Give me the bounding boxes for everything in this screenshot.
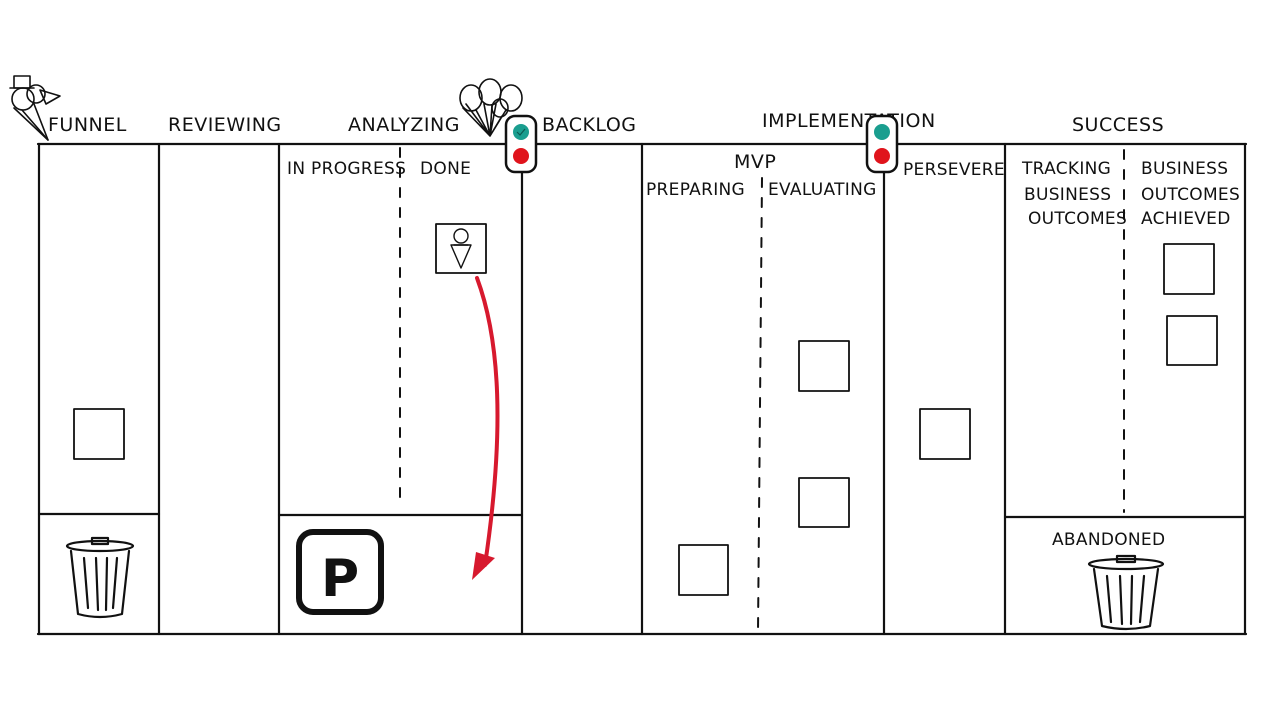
subcol-tracking-line2: BUSINESS <box>1024 185 1111 205</box>
subcol-tracking-line3: OUTCOMES <box>1028 209 1127 229</box>
parking-sign-icon: P <box>296 529 384 615</box>
subcol-persevere: PERSEVERE <box>903 160 1005 180</box>
trash-can-icon <box>65 536 135 619</box>
dash-preparing-evaluating <box>757 177 763 633</box>
epic-card-funnel[interactable] <box>73 408 125 460</box>
epic-card-icon <box>450 228 472 269</box>
epic-card-preparing[interactable] <box>678 544 729 596</box>
board-grid <box>36 142 1248 636</box>
subcol-achieved-line1: BUSINESS <box>1141 159 1228 179</box>
state-headers: FUNNEL REVIEWING ANALYZING BACKLOG IMPLE… <box>48 110 1164 136</box>
epic-card-achieved-1[interactable] <box>1163 243 1215 295</box>
epic-card-achieved-2[interactable] <box>1166 315 1218 366</box>
dashed-dividers <box>399 147 1125 633</box>
epic-card-persevere[interactable] <box>919 408 971 460</box>
state-funnel: FUNNEL <box>48 114 127 136</box>
state-success: SUCCESS <box>1072 114 1164 136</box>
epic-card-done[interactable] <box>435 223 487 274</box>
done-to-parking-arrow <box>472 276 500 580</box>
state-reviewing: REVIEWING <box>168 114 282 136</box>
subcol-evaluating: EVALUATING <box>768 180 877 200</box>
balloons-icon <box>459 78 523 137</box>
trash-can-icon <box>1087 554 1165 631</box>
parking-sign-letter: P <box>321 549 359 609</box>
subcol-preparing: PREPARING <box>646 180 745 200</box>
subcol-achieved-line3: ACHIEVED <box>1141 209 1231 229</box>
subcol-done: DONE <box>420 159 471 179</box>
subcol-achieved-line2: OUTCOMES <box>1141 185 1240 205</box>
epic-card-evaluating-2[interactable] <box>798 477 850 528</box>
sub-headers: IN PROGRESS DONE MVP PREPARING EVALUATIN… <box>287 151 1240 550</box>
state-implementation: IMPLEMENTATION <box>762 110 936 132</box>
traffic-light-icon <box>504 114 538 174</box>
epic-cards <box>73 223 1218 596</box>
traffic-light-icon <box>865 114 899 174</box>
funnel-icon <box>9 75 61 141</box>
subcol-mvp: MVP <box>734 151 776 173</box>
abandoned-label: ABANDONED <box>1052 530 1165 550</box>
epic-card-evaluating-1[interactable] <box>798 340 850 392</box>
state-backlog: BACKLOG <box>542 114 637 136</box>
subcol-tracking-line1: TRACKING <box>1021 159 1111 179</box>
state-analyzing: ANALYZING <box>348 114 460 136</box>
subcol-in-progress: IN PROGRESS <box>287 159 406 179</box>
